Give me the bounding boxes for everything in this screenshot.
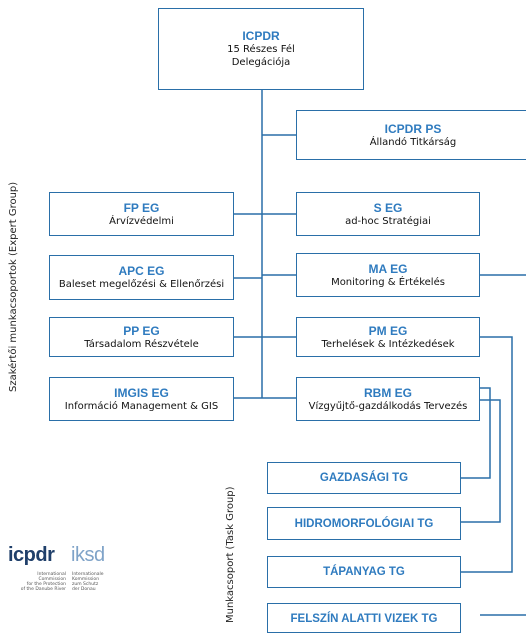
rbm-eg-title: RBM EG (364, 385, 412, 400)
pm-eg-title: PM EG (368, 323, 408, 338)
ma-eg-subtitle: Monitoring & Értékelés (331, 276, 445, 288)
apc-eg-title: APC EG (118, 264, 165, 278)
icpdr-iksd-logo: icpdr iksd International Commission for … (6, 540, 126, 602)
icpdr-ps-box: ICPDR PS Állandó Titkárság (296, 110, 526, 160)
hidromorfologiai-tg-box: HIDROMORFOLÓGIAI TG (267, 507, 461, 540)
gazdasagi-tg-title: GAZDASÁGI TG (319, 472, 409, 484)
imgis-eg-subtitle: Információ Management & GIS (64, 400, 219, 412)
expert-group-label: Szakértői munkacsoportok (Expert Group) (8, 181, 19, 392)
apc-eg-subtitle: Baleset megelőzési & Ellenőrzési (58, 279, 225, 290)
icpdr-ps-subtitle: Állandó Titkárság (369, 136, 457, 148)
tapanyag-tg-box: TÁPANYAG TG (267, 556, 461, 588)
fp-eg-title: FP EG (123, 200, 160, 215)
gazdasagi-tg-box: GAZDASÁGI TG (267, 462, 461, 494)
fp-eg-subtitle: Árvízvédelmi (109, 215, 174, 227)
pp-eg-title: PP EG (123, 323, 160, 338)
task-group-label: Munkacsoport (Task Group) (225, 486, 236, 623)
logo-fine-left: International Commission for the Protect… (20, 572, 66, 592)
ma-eg-box: MA EG Monitoring & Értékelés (296, 253, 480, 297)
logo-fine-right: Internationale Kommission zum Schutz der… (72, 572, 104, 592)
hidromorfologiai-tg-title: HIDROMORFOLÓGIAI TG (294, 517, 434, 530)
ma-eg-title: MA EG (368, 261, 408, 276)
logo-brand-iksd: iksd (71, 544, 105, 566)
icpdr-title: ICPDR (242, 29, 280, 43)
apc-eg-box: APC EG Baleset megelőzési & Ellenőrzési (49, 255, 234, 300)
s-eg-subtitle: ad-hoc Stratégiai (345, 215, 431, 227)
rbm-eg-box: RBM EG Vízgyűjtő-gazdálkodás Tervezés (296, 377, 480, 421)
imgis-eg-title: IMGIS EG (114, 385, 169, 400)
icpdr-line1: 15 Részes Fél (227, 44, 295, 55)
pp-eg-subtitle: Társadalom Részvétele (84, 338, 199, 350)
rbm-eg-subtitle: Vízgyűjtő-gazdálkodás Tervezés (308, 400, 468, 412)
icpdr-line2: Delegációja (231, 57, 291, 68)
imgis-eg-box: IMGIS EG Információ Management & GIS (49, 377, 234, 421)
s-eg-box: S EG ad-hoc Stratégiai (296, 192, 480, 236)
pm-eg-box: PM EG Terhelések & Intézkedések (296, 317, 480, 357)
pp-eg-box: PP EG Társadalom Részvétele (49, 317, 234, 357)
fp-eg-box: FP EG Árvízvédelmi (49, 192, 234, 236)
icpdr-box: ICPDR 15 Részes Fél Delegációja (158, 8, 364, 90)
logo-brand-icpdr: icpdr (8, 544, 55, 566)
tapanyag-tg-title: TÁPANYAG TG (323, 566, 405, 578)
felszin-alatti-tg-title: FELSZÍN ALATTI VIZEK TG (290, 613, 438, 625)
pm-eg-subtitle: Terhelések & Intézkedések (321, 338, 455, 350)
s-eg-title: S EG (373, 200, 403, 215)
icpdr-ps-title: ICPDR PS (384, 121, 442, 136)
felszin-alatti-tg-box: FELSZÍN ALATTI VIZEK TG (267, 603, 461, 633)
